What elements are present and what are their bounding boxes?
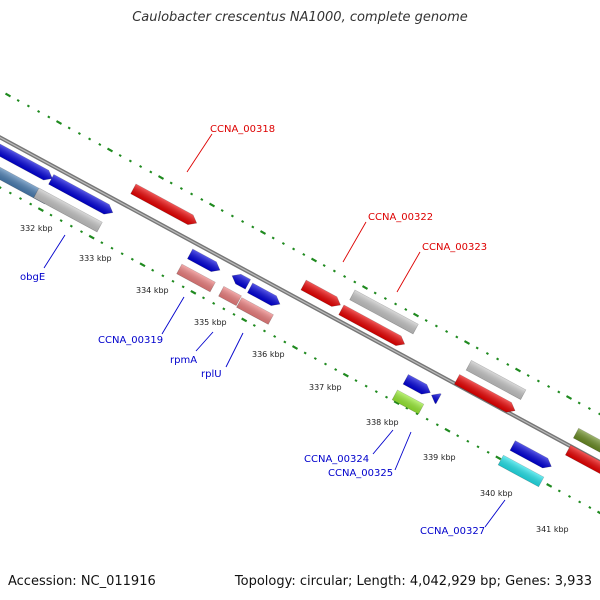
label-leader-lines — [43, 133, 506, 528]
gene-feature-CCNA_00319[interactable] — [176, 263, 216, 293]
gene-label[interactable]: CCNA_00323 — [422, 242, 487, 253]
gene-feature-red-336[interactable] — [338, 304, 408, 349]
genome-backbone — [0, 135, 600, 465]
genome-title: Caulobacter crescentus NA1000, complete … — [132, 10, 468, 25]
gene-feature-blue-333[interactable] — [48, 174, 116, 218]
gene-label[interactable]: CCNA_00327 — [420, 526, 485, 537]
gene-feature-blue-334[interactable] — [187, 248, 222, 275]
tick-label: 340 kbp — [480, 489, 513, 498]
tick-label: 336 kbp — [252, 350, 285, 359]
tick-label: 339 kbp — [423, 453, 456, 462]
gene-feature-obgE[interactable] — [33, 187, 103, 233]
tick-label: 341 kbp — [536, 525, 569, 534]
gene-label[interactable]: rplU — [201, 369, 222, 380]
gene-feature-upper-blue[interactable] — [0, 136, 55, 184]
gene-label[interactable]: CCNA_00325 — [328, 468, 393, 479]
accession-text: Accession: NC_011916 — [8, 574, 156, 589]
gene-feature-CCNA_00323[interactable] — [349, 289, 419, 335]
tick-label: 334 kbp — [136, 286, 169, 295]
gene-feature-blue-340[interactable] — [509, 440, 554, 472]
gene-label[interactable]: CCNA_00324 — [304, 454, 369, 465]
gene-feature-blue-tiny[interactable] — [429, 390, 442, 405]
gene-feature-CCNA_00318[interactable] — [130, 183, 200, 228]
gene-feature-rpmA[interactable] — [218, 285, 242, 307]
gc-dotted-tracks — [0, 92, 600, 515]
gene-feature-CCNA_00324[interactable] — [402, 374, 433, 398]
tick-label: 332 kbp — [20, 224, 53, 233]
gene-feature-CCNA_00325[interactable] — [391, 389, 425, 415]
gene-feature-red-341[interactable] — [564, 444, 600, 478]
gene-feature-rplU[interactable] — [236, 297, 274, 325]
gene-feature-blue-335[interactable] — [247, 282, 282, 309]
tick-label: 335 kbp — [194, 318, 227, 327]
tick-label: 337 kbp — [309, 383, 342, 392]
tick-label: 333 kbp — [79, 254, 112, 263]
gene-feature-steelblue[interactable] — [0, 155, 51, 205]
gene-feature-grey-338[interactable] — [465, 360, 527, 400]
gene-feature-CCNA_00322[interactable] — [300, 279, 343, 310]
gene-label[interactable]: obgE — [20, 272, 45, 283]
gene-feature-olive[interactable] — [572, 427, 600, 463]
gene-features[interactable] — [0, 136, 600, 488]
gene-label[interactable]: rpmA — [170, 355, 197, 366]
gene-feature-red-338[interactable] — [453, 374, 517, 415]
gene-label[interactable]: CCNA_00319 — [98, 335, 163, 346]
gene-label[interactable]: CCNA_00322 — [368, 212, 433, 223]
gene-feature-blue-small[interactable] — [229, 271, 251, 290]
gene-label[interactable]: CCNA_00318 — [210, 124, 275, 135]
tick-label: 338 kbp — [366, 418, 399, 427]
gene-feature-CCNA_00327[interactable] — [497, 454, 545, 488]
genome-summary-text: Topology: circular; Length: 4,042,929 bp… — [234, 574, 592, 589]
scale-ticks: 332 kbp 333 kbp 334 kbp 335 kbp 336 kbp 337 k… — [20, 224, 569, 534]
